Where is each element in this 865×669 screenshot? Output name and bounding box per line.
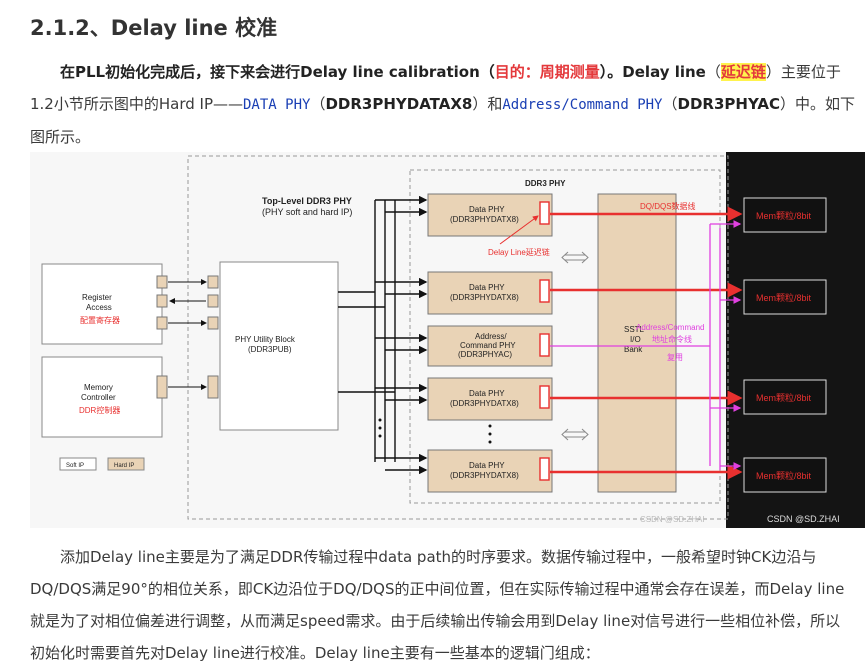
memory-controller-block bbox=[41, 356, 163, 438]
svg-text:Command PHY: Command PHY bbox=[460, 341, 516, 350]
ddr3-phy-title: DDR3 PHY bbox=[525, 179, 566, 188]
left-fifo-group bbox=[156, 275, 219, 399]
purpose-text: 目的：周期测量 bbox=[494, 63, 600, 81]
delay-line-annotation: Delay Line延迟链 bbox=[488, 247, 550, 257]
bus-dots bbox=[378, 418, 382, 438]
paren: （ bbox=[479, 63, 495, 81]
dq-dqs-red-arrows bbox=[550, 206, 743, 480]
paren: （ bbox=[705, 63, 721, 81]
intro-sentence-3: 主要位于1.2小节所示图中的Hard IP—— bbox=[30, 63, 841, 113]
watermark-dark: CSDN @SD.ZHAI bbox=[767, 514, 840, 524]
data-phy-code: DATA PHY bbox=[243, 97, 311, 113]
sstl-label-3: Bank bbox=[624, 345, 643, 354]
delay-pointer-arrow bbox=[499, 215, 539, 245]
svg-text:Data PHY: Data PHY bbox=[469, 283, 505, 292]
pub-label: PHY Utility Block bbox=[235, 335, 296, 344]
double-arrow-icons bbox=[561, 251, 589, 441]
top-level-phy-box bbox=[187, 155, 729, 520]
data-phy-block-2: Data PHY (DDR3PHYDATX8) bbox=[427, 271, 553, 315]
svg-text:Mem颗粒/8bit: Mem颗粒/8bit bbox=[756, 470, 812, 481]
watermark-light: CSDN @SD.ZHAI bbox=[640, 515, 705, 524]
svg-text:(DDR3PHYAC): (DDR3PHYAC) bbox=[458, 350, 512, 359]
svg-text:(DDR3PHYDATX8): (DDR3PHYDATX8) bbox=[450, 399, 519, 408]
intro-paragraph: 在PLL初始化完成后，接下来会进行Delay line calibration（… bbox=[30, 56, 855, 153]
ddr3phyac-bold: DDR3PHYAC bbox=[677, 95, 780, 113]
addr-cmd-magenta-lines bbox=[550, 220, 742, 470]
svg-text:Mem颗粒/8bit: Mem颗粒/8bit bbox=[756, 392, 812, 403]
svg-text:Data PHY: Data PHY bbox=[469, 389, 505, 398]
svg-text:(DDR3PHYDATX8): (DDR3PHYDATX8) bbox=[450, 293, 519, 302]
legend-hard-label: Hard IP bbox=[114, 463, 134, 469]
register-access-cn: 配置寄存器 bbox=[80, 315, 120, 325]
intro-sentence-2: 。Delay line bbox=[607, 63, 706, 81]
sstl-io-bank bbox=[597, 193, 677, 493]
paren: （ bbox=[310, 95, 326, 113]
memory-controller-label-2: Controller bbox=[81, 393, 116, 402]
section-heading: 2.1.2、Delay line 校准 bbox=[30, 16, 278, 40]
data-phy-block-3: Data PHY (DDR3PHYDATX8) bbox=[427, 377, 553, 421]
svg-text:(DDR3PHYDATX8): (DDR3PHYDATX8) bbox=[450, 215, 519, 224]
legend-soft-ip bbox=[59, 457, 97, 471]
intro-sentence-1: 在PLL初始化完成后，接下来会进行Delay line calibration bbox=[60, 63, 480, 81]
register-access-label-2: Access bbox=[86, 303, 112, 312]
register-access-label: Register bbox=[82, 293, 112, 302]
paren: ） bbox=[599, 63, 608, 81]
register-access-block bbox=[41, 263, 163, 345]
bus-lines bbox=[338, 195, 428, 475]
sstl-label-2: I/O bbox=[630, 335, 641, 344]
mem-chip-4: Mem颗粒/8bit bbox=[743, 457, 827, 493]
pub-label-2: (DDR3PUB) bbox=[248, 345, 292, 354]
svg-text:Data PHY: Data PHY bbox=[469, 205, 505, 214]
closing-text: ）中。如下图所示。 bbox=[30, 95, 856, 146]
phy-dots bbox=[488, 424, 492, 444]
paren: （ bbox=[662, 95, 678, 113]
legend-soft-label: Soft IP bbox=[66, 463, 84, 469]
explanation-text: 添加Delay line主要是为了满足DDR传输过程中data path的时序要… bbox=[30, 548, 845, 662]
paren: ） bbox=[765, 63, 781, 81]
data-phy-block-1: Data PHY (DDR3PHYDATX8) bbox=[427, 193, 553, 237]
mem-chip-1: Mem颗粒/8bit bbox=[743, 197, 827, 233]
connector-text: ）和 bbox=[472, 95, 503, 113]
top-level-subtitle: (PHY soft and hard IP) bbox=[262, 207, 352, 217]
addr-cmd-annotation-cn: 地址命令线 bbox=[652, 334, 692, 344]
address-command-phy-block: Address/ Command PHY (DDR3PHYAC) bbox=[427, 325, 553, 367]
legend-hard-ip bbox=[107, 457, 145, 471]
dq-dqs-annotation: DQ/DQS数据线 bbox=[640, 201, 696, 211]
mem-chip-2: Mem颗粒/8bit bbox=[743, 279, 827, 315]
data-phy-block-4: Data PHY (DDR3PHYDATX8) bbox=[427, 449, 553, 493]
delay-chain-highlight: 延迟链 bbox=[720, 63, 766, 81]
ddr3-phy-diagram: Top-Level DDR3 PHY (PHY soft and hard IP… bbox=[30, 152, 865, 528]
addr-cmd-annotation: Address/Command bbox=[636, 323, 704, 332]
ddr3phydatax8-bold: DDR3PHYDATAX8 bbox=[325, 95, 473, 113]
phy-utility-block bbox=[219, 261, 339, 431]
svg-text:Data PHY: Data PHY bbox=[469, 461, 505, 470]
explanation-paragraph: 添加Delay line主要是为了满足DDR传输过程中data path的时序要… bbox=[30, 541, 855, 669]
addr-cmd-phy-code: Address/Command PHY bbox=[502, 97, 663, 113]
svg-text:Mem颗粒/8bit: Mem颗粒/8bit bbox=[756, 210, 812, 221]
svg-text:Address/: Address/ bbox=[475, 332, 507, 341]
sstl-label: SSTL bbox=[624, 325, 645, 334]
memory-controller-cn: DDR控制器 bbox=[79, 405, 120, 415]
mem-chip-3: Mem颗粒/8bit bbox=[743, 379, 827, 415]
svg-text:Mem颗粒/8bit: Mem颗粒/8bit bbox=[756, 292, 812, 303]
left-arrows bbox=[168, 279, 207, 390]
top-level-title: Top-Level DDR3 PHY bbox=[262, 196, 352, 206]
memory-controller-label: Memory bbox=[84, 383, 113, 392]
multiplex-annotation: 复用 bbox=[667, 352, 683, 362]
svg-text:(DDR3PHYDATX8): (DDR3PHYDATX8) bbox=[450, 471, 519, 480]
